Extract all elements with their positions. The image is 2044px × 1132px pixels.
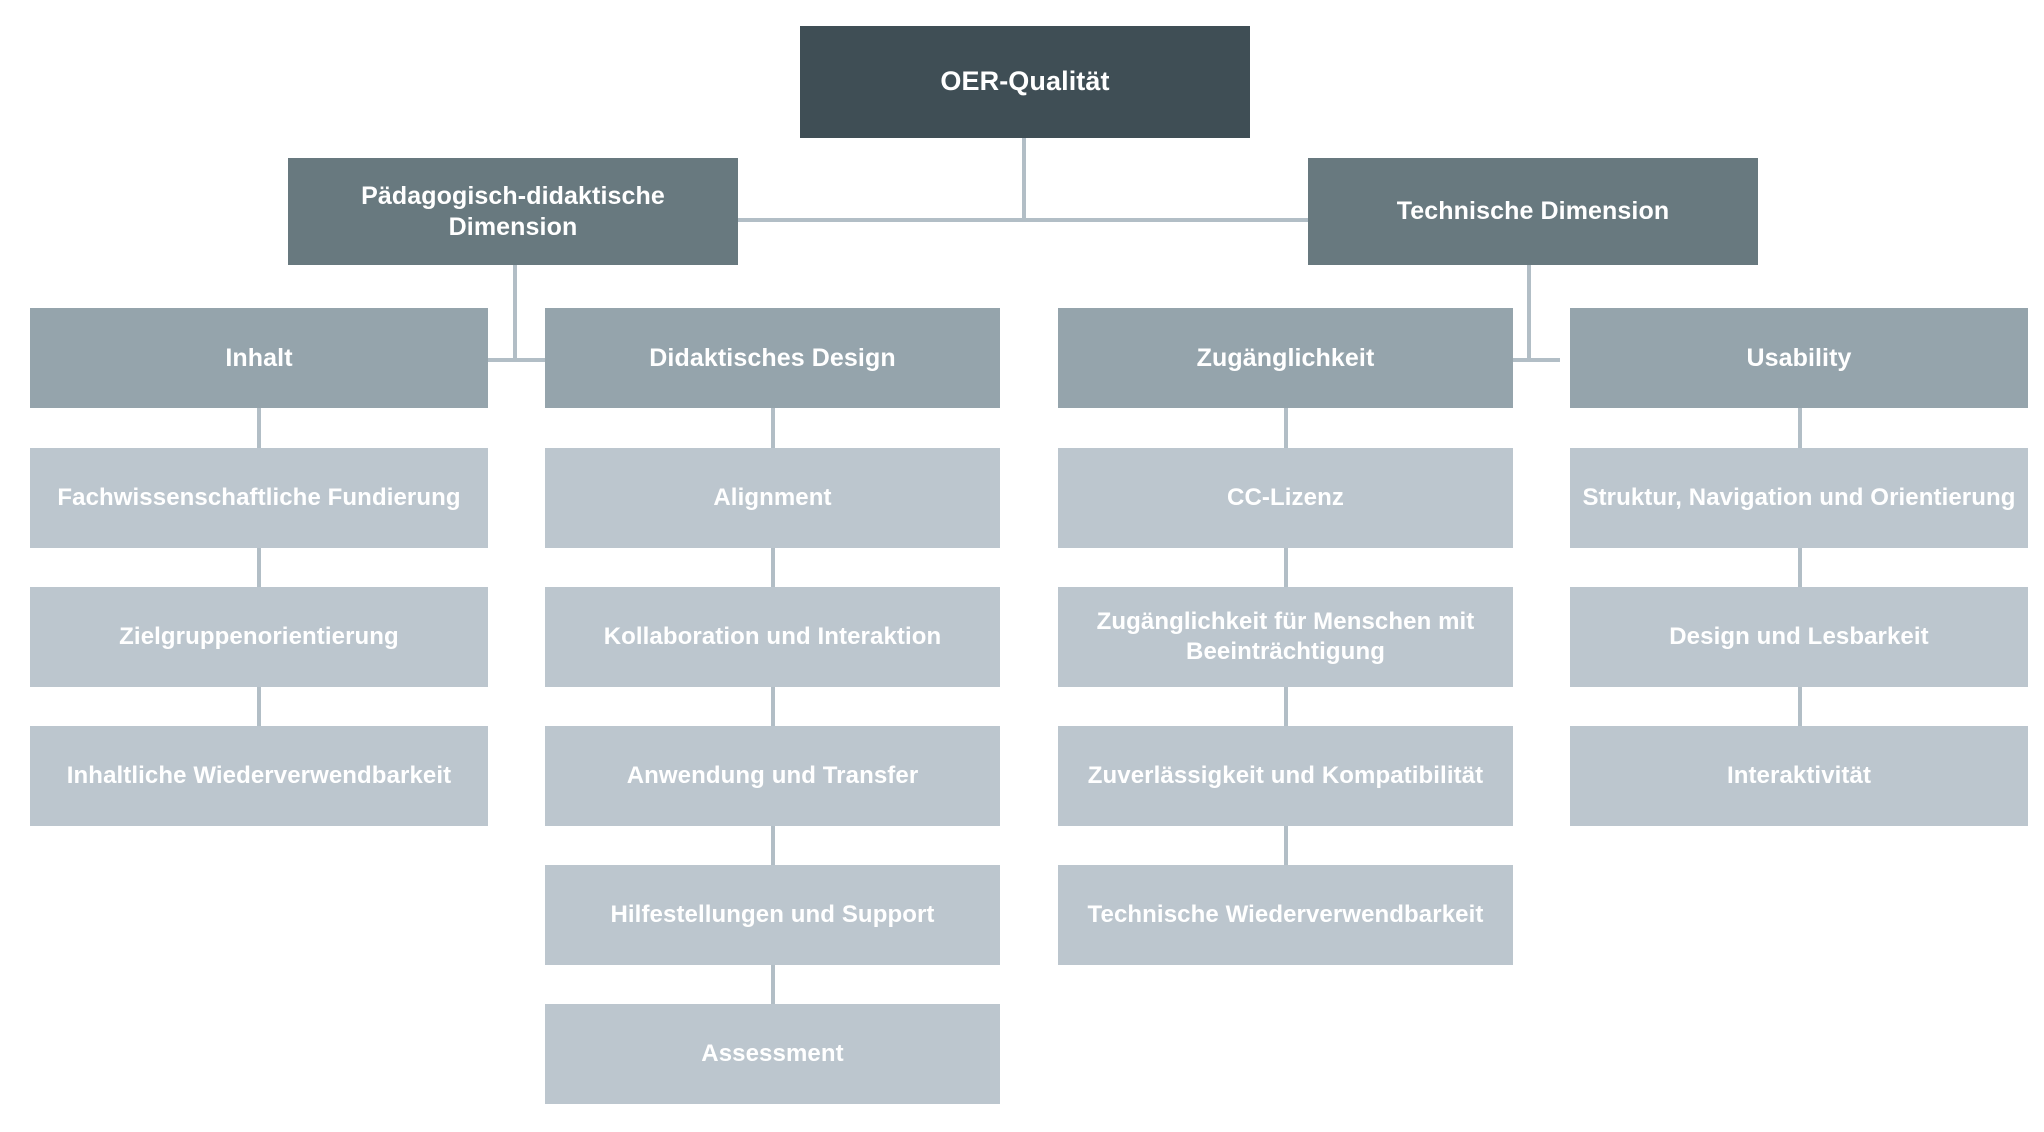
node-leaf-didaktisches-design-2[interactable]: Kollaboration und Interaktion bbox=[545, 587, 1000, 687]
connector-zugang-stem-3 bbox=[1284, 686, 1288, 734]
connector-usability-stem-2 bbox=[1798, 547, 1802, 595]
connector-didaktik-stem-2 bbox=[771, 547, 775, 595]
connector-usability-stem-1 bbox=[1798, 408, 1802, 456]
connector-root-to-bus bbox=[1022, 138, 1026, 220]
connector-inhalt-stem-2 bbox=[257, 547, 261, 595]
connector-inhalt-stem-3 bbox=[257, 686, 261, 734]
connector-paed-to-categories bbox=[513, 265, 517, 362]
node-leaf-inhalt-3[interactable]: Inhaltliche Wiederverwendbarkeit bbox=[30, 726, 488, 826]
node-leaf-inhalt-2[interactable]: Zielgruppenorientierung bbox=[30, 587, 488, 687]
connector-zugang-stem-2 bbox=[1284, 547, 1288, 595]
connector-tech-to-categories bbox=[1527, 265, 1531, 362]
node-leaf-usability-1[interactable]: Struktur, Navigation und Orientierung bbox=[1570, 448, 2028, 548]
connector-category-bus-left bbox=[488, 358, 545, 362]
connector-usability-stem-3 bbox=[1798, 686, 1802, 734]
connector-didaktik-stem-1 bbox=[771, 408, 775, 456]
node-leaf-inhalt-1[interactable]: Fachwissenschaftliche Fundierung bbox=[30, 448, 488, 548]
connector-inhalt-stem-1 bbox=[257, 408, 261, 456]
node-category-didaktisches-design[interactable]: Didaktisches Design bbox=[545, 308, 1000, 408]
connector-didaktik-stem-5 bbox=[771, 964, 775, 1012]
node-leaf-didaktisches-design-1[interactable]: Alignment bbox=[545, 448, 1000, 548]
node-leaf-usability-2[interactable]: Design und Lesbarkeit bbox=[1570, 587, 2028, 687]
node-category-zugaenglichkeit[interactable]: Zugänglichkeit bbox=[1058, 308, 1513, 408]
connector-category-bus-right bbox=[1500, 358, 1560, 362]
node-leaf-didaktisches-design-3[interactable]: Anwendung und Transfer bbox=[545, 726, 1000, 826]
node-category-usability[interactable]: Usability bbox=[1570, 308, 2028, 408]
connector-dimension-bus bbox=[738, 218, 1308, 222]
node-leaf-zugaenglichkeit-1[interactable]: CC-Lizenz bbox=[1058, 448, 1513, 548]
node-leaf-didaktisches-design-5[interactable]: Assessment bbox=[545, 1004, 1000, 1104]
node-leaf-usability-3[interactable]: Interaktivität bbox=[1570, 726, 2028, 826]
connector-didaktik-stem-4 bbox=[771, 825, 775, 873]
node-category-inhalt[interactable]: Inhalt bbox=[30, 308, 488, 408]
node-dimension-paedagogisch-didaktisch[interactable]: Pädagogisch-didaktische Dimension bbox=[288, 158, 738, 265]
node-leaf-zugaenglichkeit-4[interactable]: Technische Wiederverwendbarkeit bbox=[1058, 865, 1513, 965]
connector-didaktik-stem-3 bbox=[771, 686, 775, 734]
connector-zugang-stem-1 bbox=[1284, 408, 1288, 456]
node-leaf-zugaenglichkeit-2[interactable]: Zugänglichkeit für Menschen mit Beeinträ… bbox=[1058, 587, 1513, 687]
node-root-oer-qualitaet[interactable]: OER-Qualität bbox=[800, 26, 1250, 138]
connector-zugang-stem-4 bbox=[1284, 825, 1288, 873]
node-leaf-zugaenglichkeit-3[interactable]: Zuverlässigkeit und Kompatibilität bbox=[1058, 726, 1513, 826]
node-leaf-didaktisches-design-4[interactable]: Hilfestellungen und Support bbox=[545, 865, 1000, 965]
node-dimension-technisch[interactable]: Technische Dimension bbox=[1308, 158, 1758, 265]
